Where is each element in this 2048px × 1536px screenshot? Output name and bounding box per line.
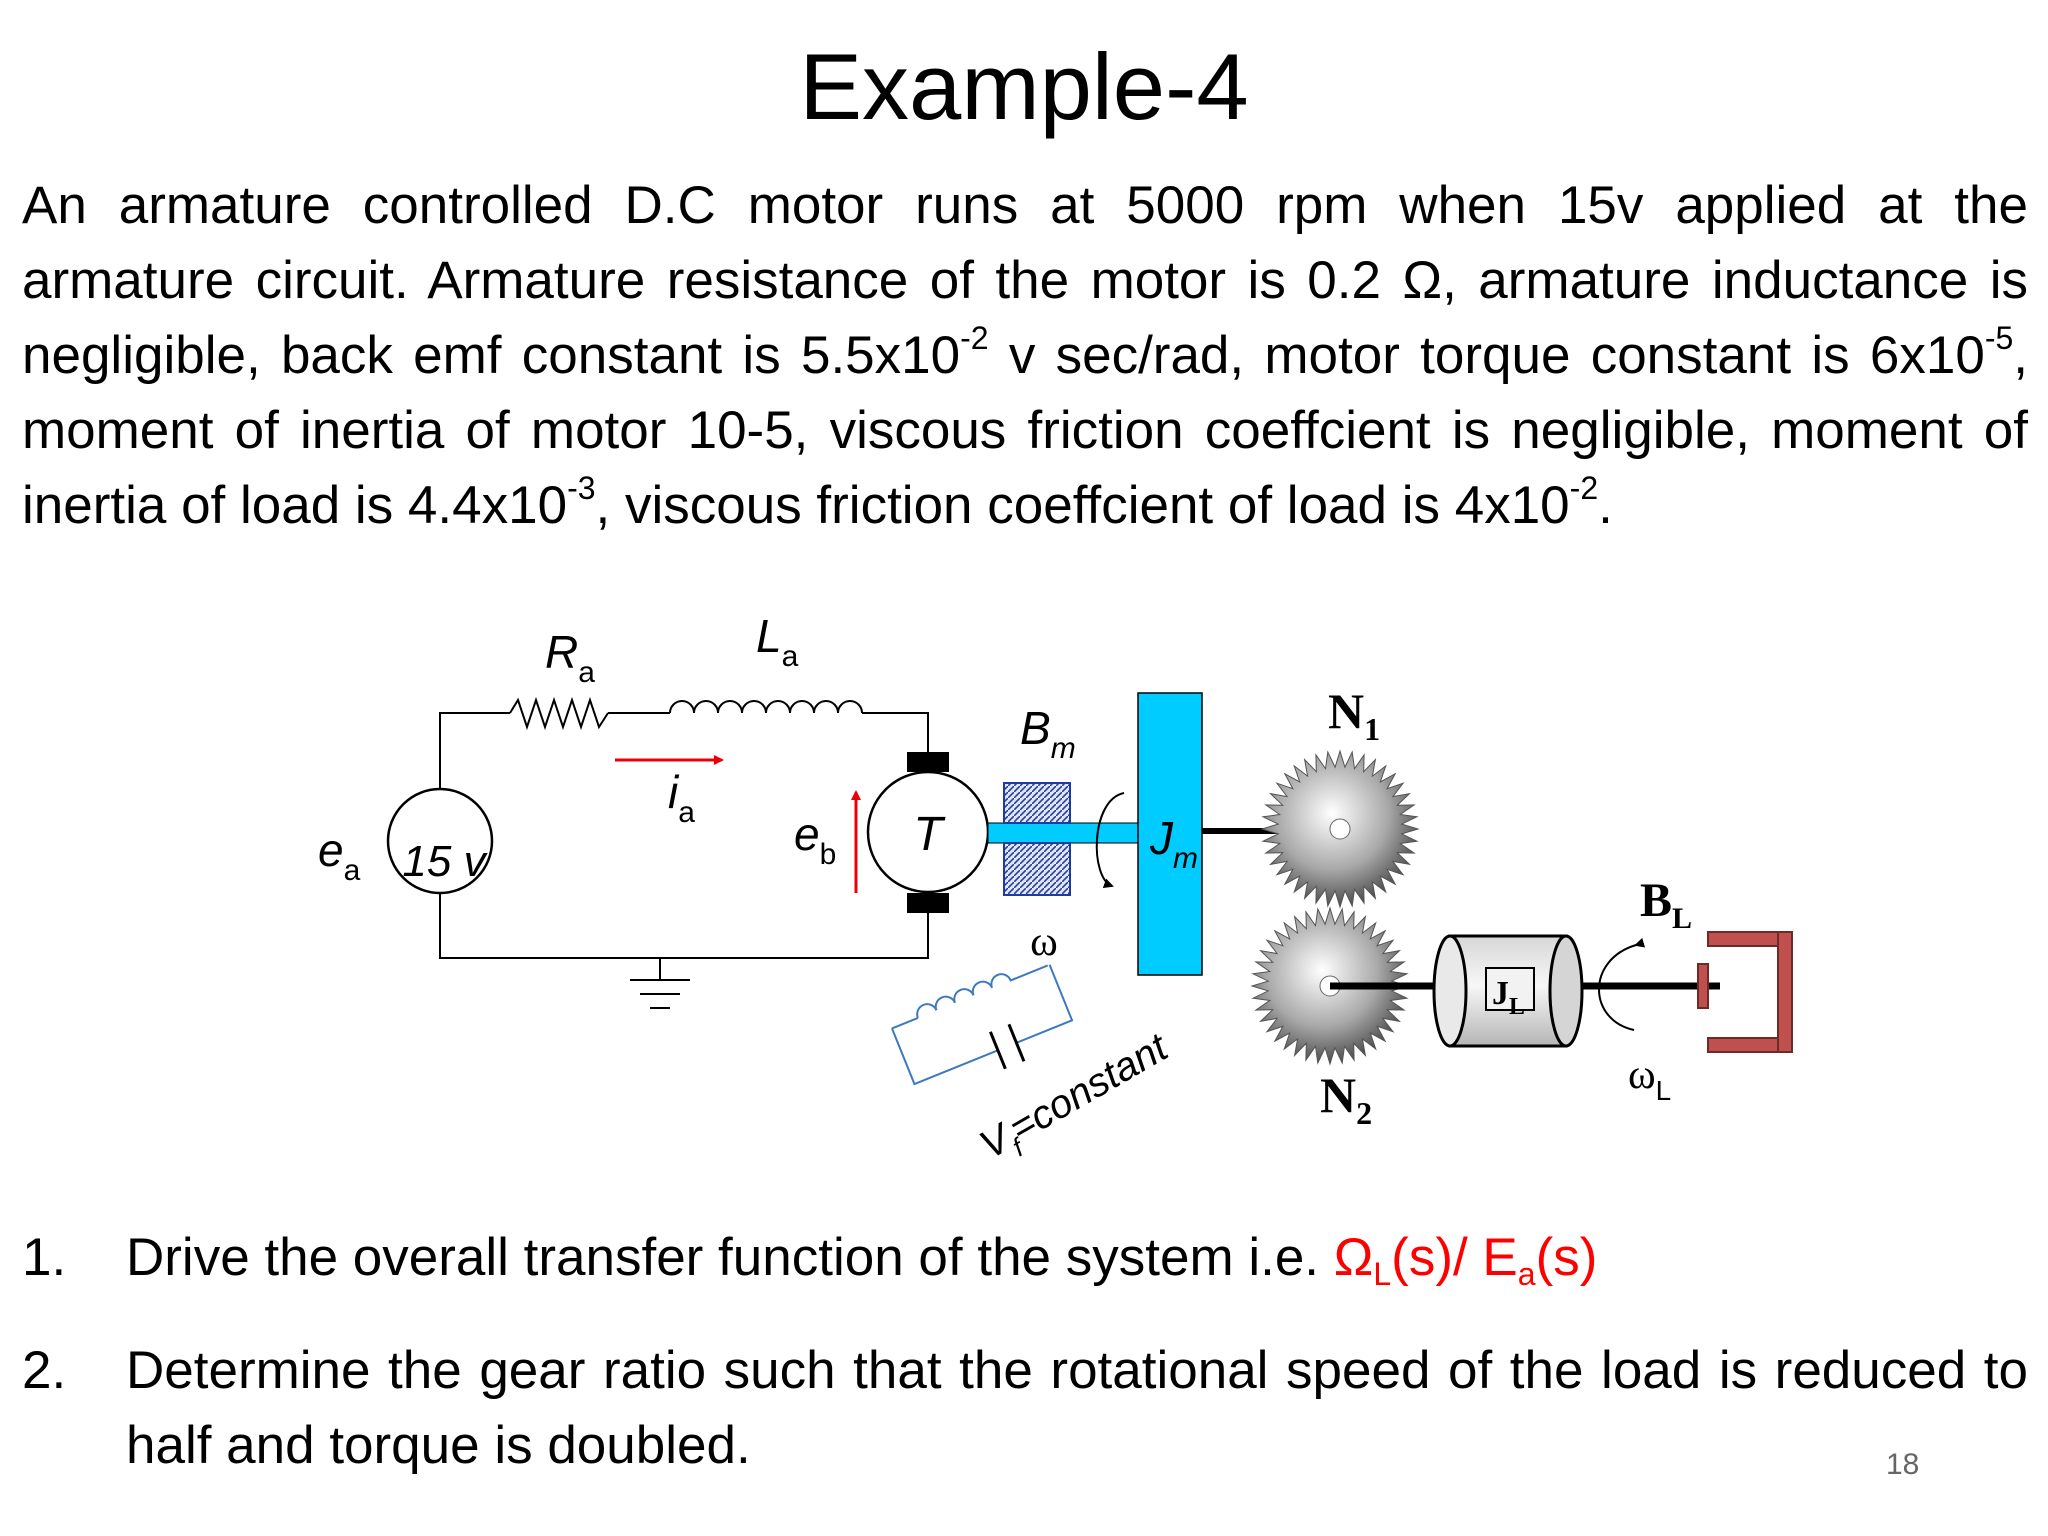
task-2: 2. Determine the gear ratio such that th… (22, 1333, 2028, 1483)
ea-label: ea (318, 824, 361, 887)
inductor-la (669, 700, 863, 714)
ground-symbol (630, 958, 690, 1009)
motor-brush-top (907, 752, 949, 772)
page-number: 18 (1886, 1448, 1920, 1481)
torque-label: T (913, 808, 946, 861)
exponent: -2 (1569, 470, 1599, 506)
omega-label: ω (1030, 919, 1058, 965)
exponent: -3 (567, 470, 596, 506)
ia-label: ia (668, 766, 695, 829)
motor-gear-diagram: 15 v ea Ra La ia eb T Bm Jm ω Vf=constan… (318, 610, 1793, 1175)
voltage-source (386, 787, 494, 895)
load-inertia-jl (1432, 934, 1584, 1048)
problem-text-2: v sec/rad, motor torque constant is 6x10 (988, 326, 1985, 385)
bl-label: BL (1640, 874, 1692, 935)
problem-text-3: , moment of inertia of motor 10-5, visco… (22, 326, 2028, 535)
task-text: Determine the gear ratio such that the r… (126, 1341, 2028, 1475)
armature-circuit (439, 712, 929, 959)
ra-label: Ra (545, 626, 595, 689)
task-number: 2. (22, 1341, 67, 1400)
motor-brush-bottom (907, 893, 949, 913)
field-circuit (891, 964, 1074, 1086)
bearing-bottom (1003, 842, 1071, 896)
task-1: 1. Drive the overall transfer function o… (22, 1220, 2028, 1295)
rotation-arrow-omega-l (1598, 937, 1646, 1031)
vf-label: Vf=constant (973, 1024, 1182, 1175)
n2-label: N2 (1320, 1067, 1372, 1131)
motor-shaft (987, 822, 1139, 844)
jm-label: Jm (1149, 812, 1198, 875)
motor-inertia-jm (1137, 692, 1203, 976)
exponent: -5 (1984, 320, 2014, 356)
slide-title: Example-4 (799, 34, 1249, 139)
jl-label: JL (1492, 975, 1525, 1020)
source-label: 15 v (402, 837, 488, 886)
problem-text-4: , viscous friction coeffcient of load is… (595, 476, 1570, 535)
bm-label: Bm (1020, 702, 1076, 765)
exponent: -2 (960, 320, 989, 356)
problem-statement: An armature controlled D.C motor runs at… (22, 168, 2028, 543)
la-label: La (756, 610, 799, 673)
eb-label: eb (794, 808, 836, 871)
bearing-top (1003, 782, 1071, 824)
omega-l-label: ωL (1628, 1052, 1671, 1106)
task-text: Drive the overall transfer function of t… (126, 1228, 1334, 1287)
load-damper-bl (1697, 931, 1793, 1053)
rotation-arrow-omega (1095, 792, 1125, 888)
problem-text-5: . (1598, 476, 1613, 535)
task-number: 1. (22, 1228, 67, 1287)
resistor-ra (509, 696, 609, 731)
problem-text-1: An armature controlled D.C motor runs at… (22, 176, 2028, 385)
n1-label: N1 (1328, 683, 1380, 747)
gear-n1-hub (1329, 818, 1351, 840)
transfer-function: ΩL(s)/ Ea(s) (1333, 1228, 1598, 1292)
